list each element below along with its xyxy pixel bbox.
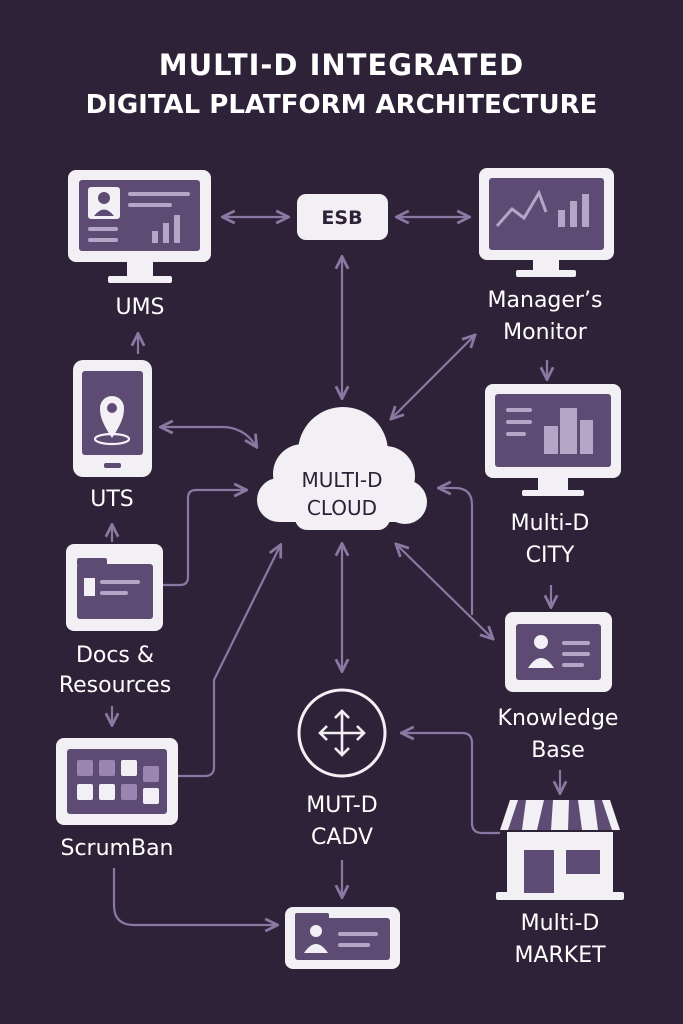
cloud-label-line1: MULTI-D [301, 468, 382, 492]
connector-scrumban-cloud [178, 546, 280, 778]
monitor-profile-icon [68, 170, 211, 283]
move-arrows-icon [297, 688, 387, 778]
cloud-icon [257, 407, 427, 530]
connector-scrumban-bottom [112, 868, 276, 925]
cloud-node[interactable]: MULTI-D CLOUD [257, 407, 427, 530]
diagram-title-line1: MULTI-D INTEGRATED [158, 48, 525, 82]
monitor-city-icon [485, 384, 621, 496]
id-card-icon [285, 907, 400, 969]
esb-label: ESB [321, 207, 362, 229]
phone-location-icon [73, 360, 152, 477]
cloud-label-line2: CLOUD [307, 496, 377, 520]
market-node[interactable] [496, 800, 624, 900]
ums-node[interactable] [68, 170, 211, 283]
diagram-title-line2: DIGITAL PLATFORM ARCHITECTURE [85, 90, 598, 120]
esb-node[interactable]: ESB [297, 194, 388, 240]
connector-docs-cloud [163, 490, 245, 587]
profile-card-icon [505, 612, 612, 692]
document-card-icon [66, 544, 163, 631]
knowledge-label-line1: Knowledge [497, 706, 619, 731]
connector-city-cloud [440, 488, 474, 615]
connector-market-cadv [403, 733, 500, 835]
knowledge-label-line2: Base [531, 738, 585, 763]
storefront-icon [496, 800, 624, 900]
scrumban-label: ScrumBan [60, 836, 174, 861]
bottom-card-node[interactable] [285, 907, 400, 969]
ums-label: UMS [115, 295, 165, 320]
city-label-line1: Multi-D [510, 511, 590, 536]
managers-monitor-label-line2: Monitor [503, 320, 587, 345]
uts-label: UTS [90, 487, 134, 512]
cadv-label-line2: CADV [310, 825, 373, 850]
cadv-node[interactable] [297, 688, 387, 778]
connector-uts-cloud [162, 427, 256, 446]
connector-cloud-knowledge [397, 545, 492, 638]
monitor-chart-icon [479, 168, 614, 277]
docs-node[interactable] [66, 544, 163, 631]
docs-label-line1: Docs & [75, 643, 155, 668]
knowledge-node[interactable] [505, 612, 612, 692]
cadv-label-line1: MUT-D [306, 793, 378, 818]
connector-monitor-cloud [392, 336, 474, 418]
managers-monitor-node[interactable] [479, 168, 614, 277]
kanban-board-icon [56, 738, 178, 825]
managers-monitor-label-line1: Manager’s [487, 288, 603, 313]
connectors [112, 217, 560, 925]
docs-label-line2: Resources [58, 673, 172, 698]
scrumban-node[interactable] [56, 738, 178, 825]
market-label-line1: Multi-D [520, 911, 600, 936]
city-label-line2: CITY [525, 543, 575, 568]
city-node[interactable] [485, 384, 621, 496]
uts-node[interactable] [73, 360, 152, 477]
esb-box [297, 194, 388, 240]
market-label-line2: MARKET [514, 943, 606, 968]
